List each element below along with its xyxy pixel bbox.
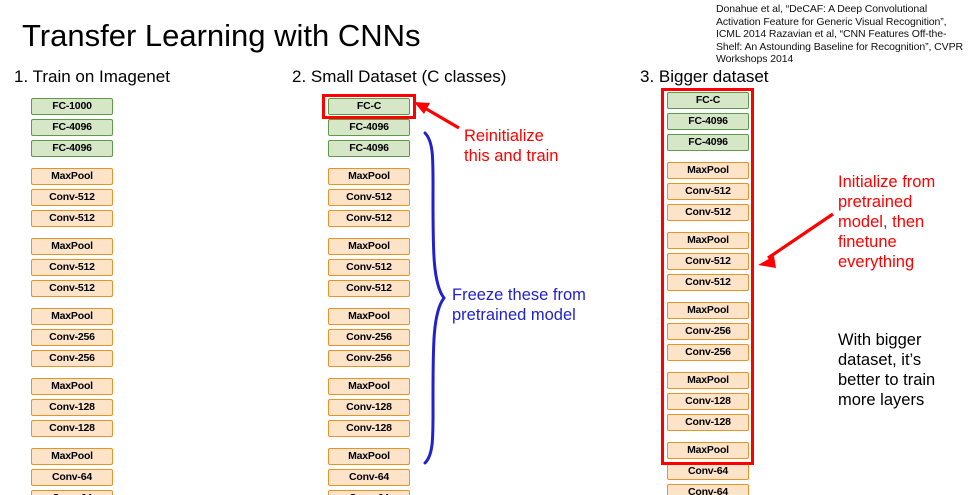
- layer-box: MaxPool: [328, 448, 410, 465]
- layer-box: MaxPool: [31, 168, 113, 185]
- layer-box: Conv-256: [328, 350, 410, 367]
- layer-box: MaxPool: [328, 378, 410, 395]
- layer-box: FC-4096: [667, 134, 749, 151]
- annotation-bigger-dataset: With bigger dataset, it’s better to trai…: [838, 331, 936, 409]
- layer-box: FC-C: [328, 98, 410, 115]
- layer-box: Conv-64: [667, 484, 749, 495]
- layer-box: MaxPool: [667, 372, 749, 389]
- layer-box: Conv-128: [667, 393, 749, 410]
- layer-box: FC-4096: [31, 119, 113, 136]
- column-heading-2: 2. Small Dataset (C classes): [292, 67, 507, 86]
- layer-box: Conv-512: [667, 274, 749, 291]
- annotation-freeze: Freeze these from pretrained model: [452, 286, 586, 324]
- layer-box: MaxPool: [31, 238, 113, 255]
- arrow-reinitialize-icon: [414, 102, 460, 130]
- layer-box: Conv-128: [328, 420, 410, 437]
- layer-box: FC-4096: [328, 140, 410, 157]
- layer-box: MaxPool: [328, 238, 410, 255]
- layer-box: Conv-256: [667, 323, 749, 340]
- layer-box: MaxPool: [667, 442, 749, 459]
- layer-box: FC-1000: [31, 98, 113, 115]
- highlight-box-final-layer: [322, 94, 416, 119]
- layer-box: Conv-512: [667, 183, 749, 200]
- layer-box: Conv-128: [31, 420, 113, 437]
- layer-box: MaxPool: [328, 308, 410, 325]
- brace-freeze-icon: [423, 131, 446, 465]
- layer-box: Conv-512: [31, 280, 113, 297]
- layer-box: FC-4096: [667, 113, 749, 130]
- layer-box: Conv-64: [667, 463, 749, 480]
- layer-box: FC-4096: [31, 140, 113, 157]
- highlight-box-all-layers: [661, 88, 754, 465]
- layer-box: Conv-512: [328, 259, 410, 276]
- layer-box: Conv-64: [31, 490, 113, 495]
- column-heading-3: 3. Bigger dataset: [640, 67, 769, 86]
- layer-box: Conv-256: [31, 329, 113, 346]
- layer-box: MaxPool: [667, 232, 749, 249]
- page-title: Transfer Learning with CNNs: [22, 18, 421, 53]
- layer-box: MaxPool: [667, 162, 749, 179]
- layer-box: Conv-64: [31, 469, 113, 486]
- citation-text: Donahue et al, “DeCAF: A Deep Convolutio…: [716, 3, 963, 66]
- layer-box: Conv-512: [328, 189, 410, 206]
- layer-box: Conv-512: [31, 210, 113, 227]
- layer-box: MaxPool: [328, 168, 410, 185]
- annotation-initialize: Initialize from pretrained model, then f…: [838, 173, 936, 271]
- layer-box: Conv-512: [31, 259, 113, 276]
- layer-box: Conv-128: [667, 414, 749, 431]
- layer-box: MaxPool: [667, 302, 749, 319]
- layer-box: FC-4096: [328, 119, 410, 136]
- column-heading-1: 1. Train on Imagenet: [14, 67, 170, 86]
- arrow-initialize-icon: [758, 212, 834, 268]
- layer-box: Conv-64: [328, 469, 410, 486]
- layer-box: Conv-512: [31, 189, 113, 206]
- layer-box: Conv-128: [31, 399, 113, 416]
- layer-box: Conv-128: [328, 399, 410, 416]
- layer-box: Conv-256: [31, 350, 113, 367]
- annotation-reinitialize: Reinitialize this and train: [464, 127, 559, 165]
- layer-box: MaxPool: [31, 308, 113, 325]
- layer-box: MaxPool: [31, 378, 113, 395]
- layer-box: Conv-512: [328, 280, 410, 297]
- layer-box: Conv-512: [328, 210, 410, 227]
- layer-box: Conv-256: [667, 344, 749, 361]
- layer-box: Conv-512: [667, 204, 749, 221]
- layer-box: Conv-256: [328, 329, 410, 346]
- layer-box: FC-C: [667, 92, 749, 109]
- layer-box: Conv-512: [667, 253, 749, 270]
- layer-box: MaxPool: [31, 448, 113, 465]
- layer-box: Conv-64: [328, 490, 410, 495]
